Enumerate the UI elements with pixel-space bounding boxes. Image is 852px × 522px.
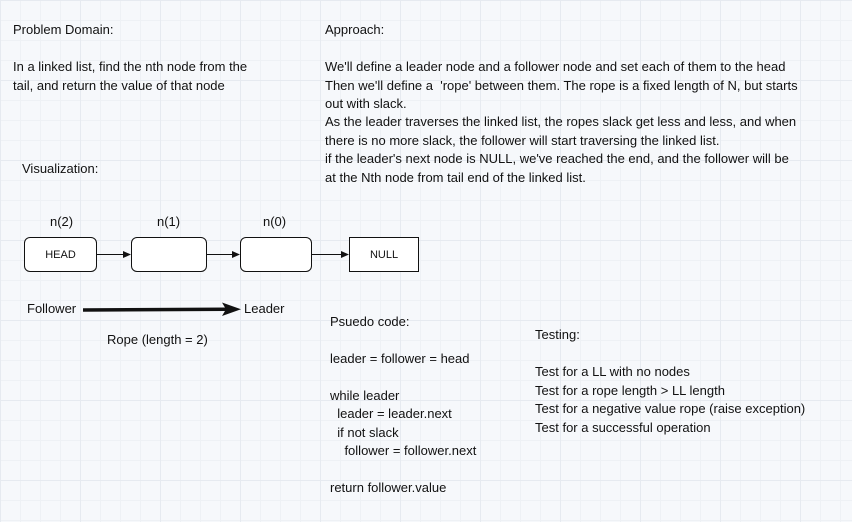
approach-heading: Approach: [325,22,385,37]
approach-line: We'll define a leader node and a followe… [325,59,786,74]
pseudo-code-line: return follower.value [330,480,447,495]
pseudo-code-line: follower = follower.next [330,443,477,458]
pseudo-code-line: leader = leader.next [330,406,452,421]
follower-label: Follower [27,301,77,316]
list-node [240,237,312,272]
node-index-label: n(0) [263,214,287,229]
pseudo-code-line: if not slack [330,424,399,440]
approach-line: there is no more slack, the follower wil… [325,132,720,148]
list-node-null: NULL [349,237,419,272]
visualization-heading: Visualization: [22,161,99,176]
problem-domain-heading: Problem Domain: [13,22,114,37]
rope-arrow [82,307,227,312]
problem-domain-line-1: In a linked list, find the nth node from… [13,59,248,74]
testing-item: Test for a successful operation [535,419,711,435]
node-index-label: n(2) [50,214,74,229]
approach-line: Then we'll define a 'rope' between them.… [325,77,798,93]
approach-line: out with slack. [325,96,407,111]
arrowhead-icon [341,251,349,258]
approach-line: at the Nth node from tail end of the lin… [325,169,586,185]
list-node [131,237,207,272]
rope-arrowhead-icon [222,302,241,316]
testing-item: Test for a rope length > LL length [535,382,725,398]
leader-label: Leader [244,301,285,316]
arrowhead-icon [232,251,240,258]
arrowhead-icon [123,251,131,258]
testing-heading: Testing: [535,327,580,342]
rope-caption: Rope (length = 2) [107,332,208,347]
node-index-label: n(1) [157,214,181,229]
pseudo-code-heading: Psuedo code: [330,314,410,329]
approach-line: if the leader's next node is NULL, we've… [325,151,789,166]
pseudo-code-line: leader = follower = head [330,351,470,366]
problem-domain-line-2: tail, and return the value of that node [13,77,225,93]
testing-item: Test for a LL with no nodes [535,364,690,379]
testing-item: Test for a negative value rope (raise ex… [535,401,806,416]
list-node-head: HEAD [24,237,97,272]
approach-line: As the leader traverses the linked list,… [325,114,797,129]
pseudo-code-line: while leader [330,388,400,403]
